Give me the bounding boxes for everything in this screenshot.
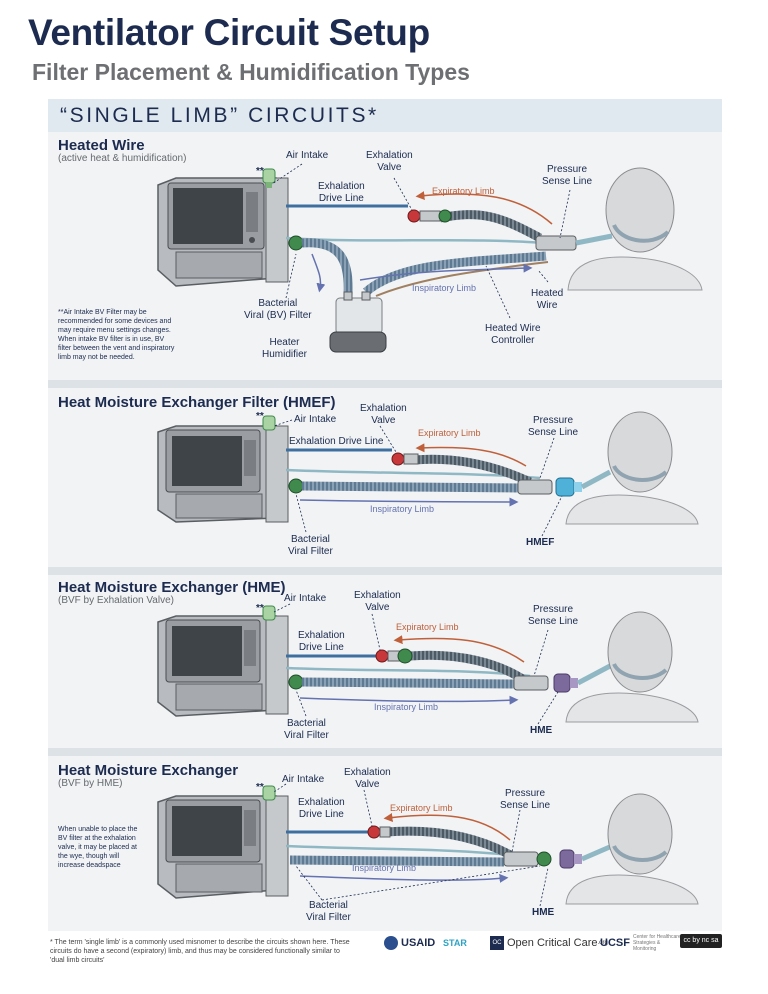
usaid-seal-icon bbox=[384, 936, 398, 950]
label-air-intake: Air Intake bbox=[282, 774, 325, 785]
label-expiratory-limb: Expiratory Limb bbox=[390, 803, 453, 813]
occ-logo-text: Open Critical Care bbox=[507, 937, 598, 949]
section-divider bbox=[48, 567, 722, 575]
label-pressure-sense-line: Pressure Sense Line bbox=[542, 164, 593, 187]
hmef-icon bbox=[555, 477, 582, 497]
label-hme: HME bbox=[530, 725, 553, 736]
heater-humidifier-icon bbox=[329, 291, 387, 353]
asterisk-marker: ** bbox=[256, 603, 264, 614]
section-2-diagram bbox=[157, 411, 699, 537]
exhalation-valve-icon bbox=[391, 452, 405, 466]
label-expiratory-limb: Expiratory Limb bbox=[418, 428, 481, 438]
section-4-diagram bbox=[157, 783, 699, 907]
label-air-intake: Air Intake bbox=[286, 150, 329, 161]
bv-filter-icon bbox=[288, 674, 304, 690]
occ-logo-suffix: .org bbox=[597, 940, 608, 946]
label-bv-filter: Bacterial Viral Filter bbox=[288, 534, 333, 557]
patient-icon bbox=[565, 611, 699, 723]
section-3-subtitle: (BVF by Exhalation Valve) bbox=[58, 595, 174, 606]
label-heated-wire-controller: Heated Wire Controller bbox=[485, 323, 541, 346]
section-1-diagram bbox=[157, 163, 703, 353]
label-air-intake: Air Intake bbox=[294, 414, 337, 425]
label-pressure-sense-line: Pressure Sense Line bbox=[500, 788, 551, 811]
patient-icon bbox=[565, 411, 699, 525]
ventilator-icon bbox=[157, 177, 289, 287]
section-4-title: Heat Moisture Exchanger bbox=[58, 762, 239, 779]
exhalation-valve-icon bbox=[375, 648, 413, 664]
label-inspiratory-limb: Inspiratory Limb bbox=[370, 504, 435, 514]
label-bv-filter: Bacterial Viral (BV) Filter bbox=[244, 298, 312, 321]
section-4-subtitle: (BVF by HME) bbox=[58, 778, 123, 789]
bv-filter-icon bbox=[288, 478, 304, 494]
section-divider bbox=[48, 380, 722, 388]
label-hmef: HMEF bbox=[526, 537, 555, 548]
label-bv-filter: Bacterial Viral Filter bbox=[284, 718, 329, 741]
air-intake-note: **Air Intake BV Filter may be recommende… bbox=[58, 309, 175, 361]
occ-badge-icon: OC bbox=[490, 936, 504, 950]
label-exhalation-valve: Exhalation Valve bbox=[344, 767, 391, 790]
star-logo: STAR bbox=[443, 938, 467, 948]
page-title: Ventilator Circuit Setup bbox=[28, 12, 430, 53]
hme-icon bbox=[553, 673, 578, 693]
asterisk-marker: ** bbox=[256, 782, 264, 793]
star-logo-text: STAR bbox=[443, 938, 467, 948]
section-divider bbox=[48, 748, 722, 756]
usaid-logo: USAID bbox=[384, 936, 435, 950]
ventilator-icon bbox=[157, 425, 289, 523]
label-exhalation-drive-line: Exhalation Drive Line bbox=[318, 181, 365, 204]
label-exhalation-valve: Exhalation Valve bbox=[354, 590, 401, 613]
section-1-title: Heated Wire bbox=[58, 137, 145, 154]
section-3-diagram bbox=[157, 603, 699, 725]
label-pressure-sense-line: Pressure Sense Line bbox=[528, 604, 579, 627]
open-critical-care-logo: OC Open Critical Care.org bbox=[490, 936, 608, 950]
label-hme: HME bbox=[532, 907, 555, 918]
asterisk-marker: ** bbox=[256, 411, 264, 422]
ucsf-logo-subtext: Center for Healthcare Strategies & Monit… bbox=[632, 934, 681, 952]
air-intake-filter-icon bbox=[262, 168, 276, 188]
label-expiratory-limb: Expiratory Limb bbox=[432, 186, 495, 196]
label-inspiratory-limb: Inspiratory Limb bbox=[412, 283, 477, 293]
section-3-title: Heat Moisture Exchanger (HME) bbox=[58, 579, 286, 596]
exhalation-valve-icon bbox=[407, 209, 452, 223]
asterisk-marker: ** bbox=[256, 166, 264, 177]
bv-filter-placement-note: When unable to place the BV filter at th… bbox=[58, 826, 138, 869]
ucsf-logo-text: UCSF bbox=[600, 937, 630, 949]
air-intake-filter-icon bbox=[262, 785, 276, 801]
label-inspiratory-limb: Inspiratory Limb bbox=[374, 702, 439, 712]
label-heated-wire: Heated Wire bbox=[531, 288, 564, 311]
section-2-title: Heat Moisture Exchanger Filter (HMEF) bbox=[58, 394, 336, 411]
label-exhalation-drive-line: Exhalation Drive Line bbox=[298, 630, 345, 653]
exhalation-valve-icon bbox=[367, 825, 391, 839]
bv-filter-icon bbox=[288, 235, 304, 251]
label-exhalation-drive-line: Exhalation Drive Line bbox=[289, 436, 384, 447]
bv-filter-icon bbox=[536, 851, 552, 867]
creative-commons-badge: cc by nc sa bbox=[680, 934, 722, 948]
label-bv-filter: Bacterial Viral Filter bbox=[306, 900, 351, 923]
patient-icon bbox=[567, 167, 703, 291]
patient-icon bbox=[565, 793, 699, 905]
ventilator-icon bbox=[157, 795, 289, 899]
air-intake-filter-icon bbox=[262, 415, 276, 431]
label-air-intake: Air Intake bbox=[284, 593, 327, 604]
banner-title: “SINGLE LIMB” CIRCUITS* bbox=[60, 104, 379, 127]
label-pressure-sense-line: Pressure Sense Line bbox=[528, 415, 579, 438]
label-exhalation-valve: Exhalation Valve bbox=[366, 150, 413, 173]
label-exhalation-drive-line: Exhalation Drive Line bbox=[298, 797, 345, 820]
label-expiratory-limb: Expiratory Limb bbox=[396, 622, 459, 632]
footnote: * The term 'single limb' is a commonly u… bbox=[50, 939, 350, 964]
ucsf-logo: UCSF Center for Healthcare Strategies & … bbox=[600, 934, 681, 952]
hme-icon bbox=[559, 849, 582, 869]
label-exhalation-valve: Exhalation Valve bbox=[360, 403, 407, 426]
page-subtitle: Filter Placement & Humidification Types bbox=[32, 59, 470, 85]
ventilator-icon bbox=[157, 615, 289, 717]
air-intake-filter-icon bbox=[262, 605, 276, 621]
label-heater-humidifier: Heater Humidifier bbox=[262, 337, 308, 360]
section-1-subtitle: (active heat & humidification) bbox=[58, 153, 187, 164]
banner bbox=[48, 99, 722, 132]
label-inspiratory-limb: Inspiratory Limb bbox=[352, 863, 417, 873]
